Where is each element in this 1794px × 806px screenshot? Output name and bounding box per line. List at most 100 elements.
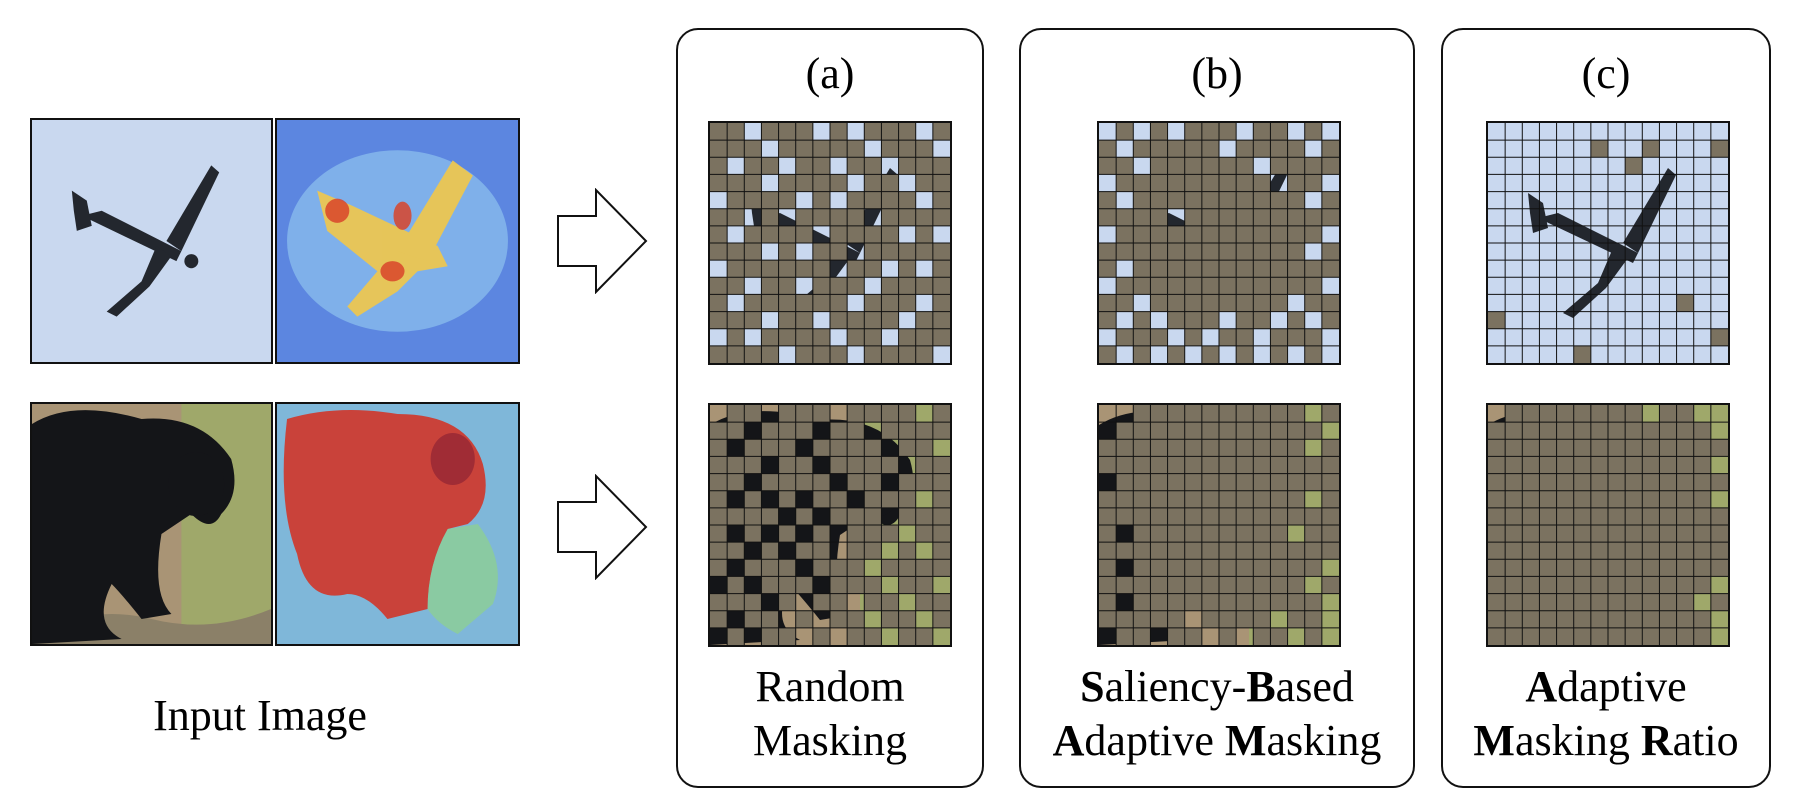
masked-patch [1099,243,1117,261]
masked-patch [1201,140,1219,158]
masked-patch [1219,422,1237,440]
masked-patch [1184,311,1202,329]
masked-patch [1167,456,1185,474]
masked-patch [830,610,848,628]
masked-patch [1253,225,1271,243]
masked-patch [1287,542,1305,560]
masked-patch [1236,260,1254,278]
masked-patch [1236,140,1254,158]
masked-patch [864,174,882,192]
masked-patch [1270,576,1288,594]
masked-patch [1099,610,1117,628]
masked-patch [1167,439,1185,457]
masked-patch [898,243,916,261]
masked-patch [1116,490,1134,508]
masked-patch [864,627,882,645]
masked-patch [1287,328,1305,346]
masked-patch [898,610,916,628]
caption-line: Masking Ratio [1443,714,1769,768]
masked-patch [744,191,762,209]
masked-patch [915,140,933,158]
masked-patch [812,191,830,209]
masked-patch [1099,260,1117,278]
masked-patch [881,277,899,295]
masked-patch [1099,345,1117,363]
masked-patch [761,123,779,141]
masked-patch [1133,610,1151,628]
masked-patch [1676,294,1694,312]
masked-patch [1116,208,1134,226]
masked-patch [847,277,865,295]
masked-patch [1287,174,1305,192]
masked-patch [1167,559,1185,577]
masked-patch [1556,473,1574,491]
masked-patch [1184,422,1202,440]
masked-patch [932,456,950,474]
masked-patch [761,610,779,628]
masked-patch [727,174,745,192]
masked-patch [812,559,830,577]
masked-patch [1236,473,1254,491]
masked-patch [778,405,796,423]
masked-patch [1659,593,1677,611]
masked-patch [1236,576,1254,594]
masked-patch [830,294,848,312]
masked-patch [744,140,762,158]
masked-patch [1219,328,1237,346]
masked-patch [1236,191,1254,209]
masked-patch [1116,174,1134,192]
masked-patch [710,277,728,295]
masked-patch [1522,490,1540,508]
plane-saliency-heatmap [275,118,520,364]
masked-patch [795,542,813,560]
masked-patch [881,208,899,226]
masked-patch [847,525,865,543]
masked-patch [1253,593,1271,611]
masked-patch [1150,405,1168,423]
masked-patch [1488,439,1506,457]
masked-patch [1539,610,1557,628]
masked-patch [1539,439,1557,457]
masked-patch [864,191,882,209]
masked-patch [1167,627,1185,645]
masked-patch [1642,456,1660,474]
masked-patch [1167,277,1185,295]
masked-patch [1099,456,1117,474]
masked-patch [1304,627,1322,645]
masked-patch [710,525,728,543]
masked-patch [1133,174,1151,192]
masked-patch [1270,525,1288,543]
masked-patch [1201,456,1219,474]
right-arrow-icon [557,474,648,580]
masked-patch [898,157,916,175]
masked-patch [1287,405,1305,423]
plane-masked-grid [708,121,952,365]
masked-patch [1590,473,1608,491]
masked-patch [1590,405,1608,423]
masked-patch [1659,490,1677,508]
masked-patch [1321,311,1339,329]
masked-patch [1659,576,1677,594]
masked-patch [1219,593,1237,611]
masked-patch [1642,542,1660,560]
masked-patch [830,140,848,158]
masked-patch [1184,191,1202,209]
masked-patch [1219,260,1237,278]
masked-patch [1573,405,1591,423]
masked-patch [1184,277,1202,295]
masked-patch [915,593,933,611]
masked-patch [830,559,848,577]
masked-patch [1184,208,1202,226]
masked-patch [1573,439,1591,457]
masked-patch [1676,456,1694,474]
masked-patch [1321,439,1339,457]
masked-patch [1710,559,1728,577]
masked-patch [1236,610,1254,628]
masked-patch [1099,576,1117,594]
masked-patch [1505,422,1523,440]
masked-patch [1099,559,1117,577]
masked-patch [778,225,796,243]
masked-patch [1304,525,1322,543]
masked-patch [847,627,865,645]
